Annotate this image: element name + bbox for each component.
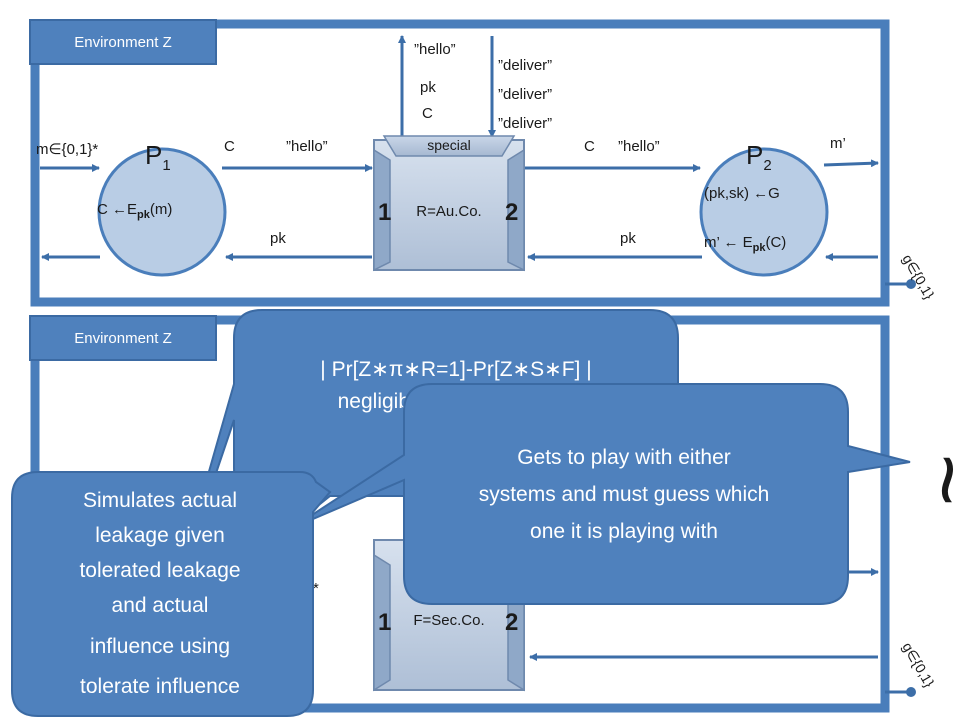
label-c-left: C [224,138,235,155]
channel-f-label: F=Sec.Co. [413,612,484,629]
approx-symbol: ≈ [907,455,960,504]
label-m-output: m’ [830,135,846,152]
callout-env: Gets to play with either systems and mus… [291,383,911,605]
arrow-p2-output [823,159,879,168]
svg-text:P1: P1 [145,140,171,174]
p2-name: P [746,140,763,170]
callout-sim-line4: and actual [112,594,209,617]
label-deliver-2: ”deliver” [498,86,552,103]
callout-sim-line1: Simulates actual [83,489,237,512]
channel-f-port-2: 2 [505,609,518,636]
label-pk-right: pk [620,230,636,247]
label-leak-hello: ”hello” [414,41,456,58]
p1-formula-m: (m) [150,201,173,218]
callout-env-line3: one it is playing with [530,520,718,543]
label-m-input: m∈{0,1}* [36,141,98,158]
top-env-label: Environment Z [74,34,172,51]
p1-sub: 1 [162,157,170,174]
label-leak-pk: pk [420,79,436,96]
channel-r-port-2: 2 [505,199,518,226]
label-leak-c: C [422,105,433,122]
channel-r: special R=Au.Co. 1 2 [373,135,525,272]
channel-r-port-1: 1 [378,199,391,226]
p1-formula-c: C [97,201,112,218]
p1-formula-pk: pk [137,209,151,221]
label-deliver-3: ”deliver” [498,115,552,132]
callout-sim-line5: influence using [90,635,230,658]
callout-env-line2: systems and must guess which [479,483,770,506]
p2-mprime-pk: pk [753,242,767,254]
callout-env-line1: Gets to play with either [517,446,731,469]
callout-formula-line1: | Pr[Z∗π∗R=1]-Pr[Z∗S∗F] | [320,358,591,381]
callout-sim: Simulates actual leakage given tolerated… [11,471,332,717]
label-pk-left: pk [270,230,286,247]
p2-mprime: m’ ← E [704,234,753,251]
channel-f-port-1: 1 [378,609,391,636]
bottom-env-label: Environment Z [74,330,172,347]
p1-formula-e: E [127,201,137,218]
p1-formula-arrow: ← [112,201,127,218]
svg-text:C ←Epk(m): C ←Epk(m) [97,201,172,221]
label-deliver-1: ”deliver” [498,57,552,74]
top-env-label-box [29,19,217,65]
p1-name: P [145,140,162,170]
channel-r-tab: special [427,137,471,153]
top-panel: Environment Z P1 C ←Epk(m) P2 (pk,sk) ←G… [29,19,938,307]
guess-label-top: g∈{0,1} [899,252,937,303]
guess-dot-top [906,279,916,289]
p2-mprime-c: (C) [765,234,786,251]
callout-sim-line3: tolerated leakage [79,559,240,582]
svg-text:m’ ← Epk(C): m’ ← Epk(C) [704,234,786,254]
label-hello-right: ”hello” [618,138,660,155]
party-p2: P2 (pk,sk) ←G m’ ← Epk(C) [699,140,829,277]
p2-sub: 2 [763,157,771,174]
label-c-right: C [584,138,595,155]
bottom-env-label-box [29,315,217,361]
guess-label-bottom: g∈{0,1} [899,640,937,691]
channel-r-label: R=Au.Co. [416,203,481,220]
p2-keygen: (pk,sk) ←G [704,185,780,202]
callout-sim-line2: leakage given [95,524,225,547]
svg-text:P2: P2 [746,140,772,174]
callout-sim-line6: tolerate influence [80,675,240,698]
label-hello-left: ”hello” [286,138,328,155]
party-p1: P1 C ←Epk(m) [97,140,227,277]
guess-dot-bottom [906,687,916,697]
